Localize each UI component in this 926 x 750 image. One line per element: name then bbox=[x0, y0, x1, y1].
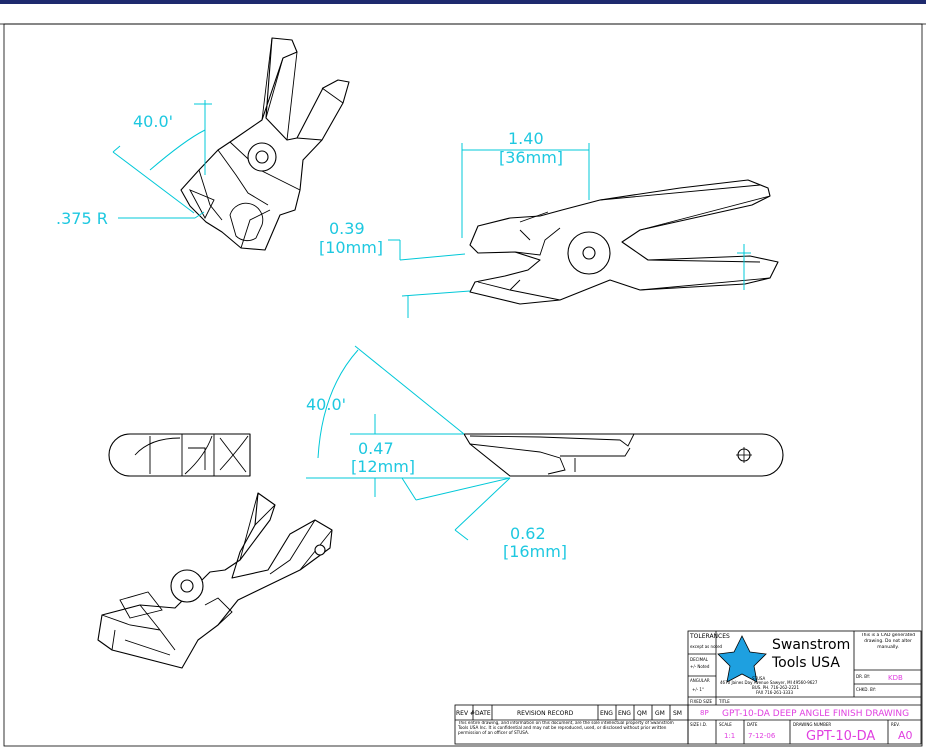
title-block bbox=[687, 630, 922, 745]
side-height-mm: [12mm] bbox=[351, 457, 415, 476]
tip-mm: [10mm] bbox=[319, 238, 383, 257]
dr-by-value: KDB bbox=[888, 674, 903, 682]
title-value: GPT-10-DA DEEP ANGLE FINISH DRAWING bbox=[722, 709, 909, 719]
cad-note: This is a CAD generated drawing. Do not … bbox=[860, 633, 916, 650]
decimal-label: DECIMAL bbox=[690, 657, 709, 662]
fixed-size-label: FIXED SIZE bbox=[690, 699, 713, 704]
side-len-in: 0.62 bbox=[510, 524, 546, 543]
window-top-bar bbox=[0, 0, 926, 4]
rev-header-rev: REV # bbox=[456, 710, 475, 717]
size-id-label: SIZE I.D. bbox=[690, 722, 707, 727]
title-label: TITLE bbox=[718, 699, 730, 704]
dr-by-label: DR. BY: bbox=[856, 674, 870, 679]
angular-value: +/- 1° bbox=[692, 687, 704, 692]
side-len-mm: [16mm] bbox=[503, 542, 567, 561]
end-view bbox=[108, 433, 251, 477]
stusa-star-icon bbox=[717, 635, 767, 683]
rev-header-gm: GM bbox=[655, 710, 665, 717]
rev-header-qm: QM bbox=[637, 710, 647, 717]
top-dimensions bbox=[388, 143, 751, 318]
company-line2: Tools USA bbox=[771, 655, 840, 671]
fixed-size-value: 8P bbox=[700, 709, 709, 717]
rev-header-record: REVISION RECORD bbox=[517, 710, 574, 717]
scale-value: 1:1 bbox=[724, 732, 735, 740]
iso-angle-label: 40.0' bbox=[133, 112, 173, 131]
angular-label: ANGULAR bbox=[690, 678, 710, 683]
address-line3: FAX 716-261-3333 bbox=[756, 690, 793, 695]
scale-label: SCALE bbox=[719, 722, 732, 727]
iso-dimensions bbox=[112, 100, 212, 219]
iso-radius-label: .375 R bbox=[56, 209, 108, 228]
logo-label: STUSA bbox=[752, 676, 766, 681]
side-height-in: 0.47 bbox=[358, 439, 394, 458]
top-width-mm: [36mm] bbox=[499, 148, 563, 167]
rev-header-sm: SM bbox=[673, 710, 682, 717]
decimal-value: +/- Noted bbox=[690, 664, 710, 669]
top-width-in: 1.40 bbox=[508, 129, 544, 148]
company-line1: Swanstrom bbox=[772, 637, 850, 653]
tolerances-label: TOLERANCES bbox=[689, 633, 730, 640]
iso-view-bottom bbox=[97, 492, 333, 669]
address-line1: 4670 Jaines Day Avenue Sawyer, MI 49560-… bbox=[720, 680, 818, 685]
date-value: 7-12-06 bbox=[748, 732, 776, 740]
revision-table bbox=[454, 704, 689, 745]
rev-header-eng2: ENG bbox=[618, 710, 631, 717]
rev-label: REV. bbox=[891, 722, 900, 727]
rev-header-date: DATE bbox=[475, 710, 491, 717]
sheet-margin bbox=[0, 4, 926, 22]
side-dimensions bbox=[306, 345, 511, 541]
side-angle-label: 40.0' bbox=[306, 395, 346, 414]
tip-in: 0.39 bbox=[329, 219, 365, 238]
rev-value: A0 bbox=[898, 729, 913, 742]
iso-view-top bbox=[180, 37, 350, 251]
address-line2: BUS. PH. 716-262-2221 bbox=[752, 685, 799, 690]
tolerances-sub: except as noted bbox=[690, 644, 723, 649]
ip-notice: This entire drawing, and information on … bbox=[458, 721, 674, 735]
date-label: DATE bbox=[747, 722, 758, 727]
drawing-number-value: GPT-10-DA bbox=[806, 729, 875, 744]
drawing-number-label: DRAWING NUMBER bbox=[793, 722, 831, 727]
rev-header-eng1: ENG bbox=[600, 710, 613, 717]
chkd-by-label: CHKD. BY: bbox=[856, 687, 876, 692]
side-view bbox=[463, 433, 784, 477]
top-view bbox=[469, 179, 779, 305]
